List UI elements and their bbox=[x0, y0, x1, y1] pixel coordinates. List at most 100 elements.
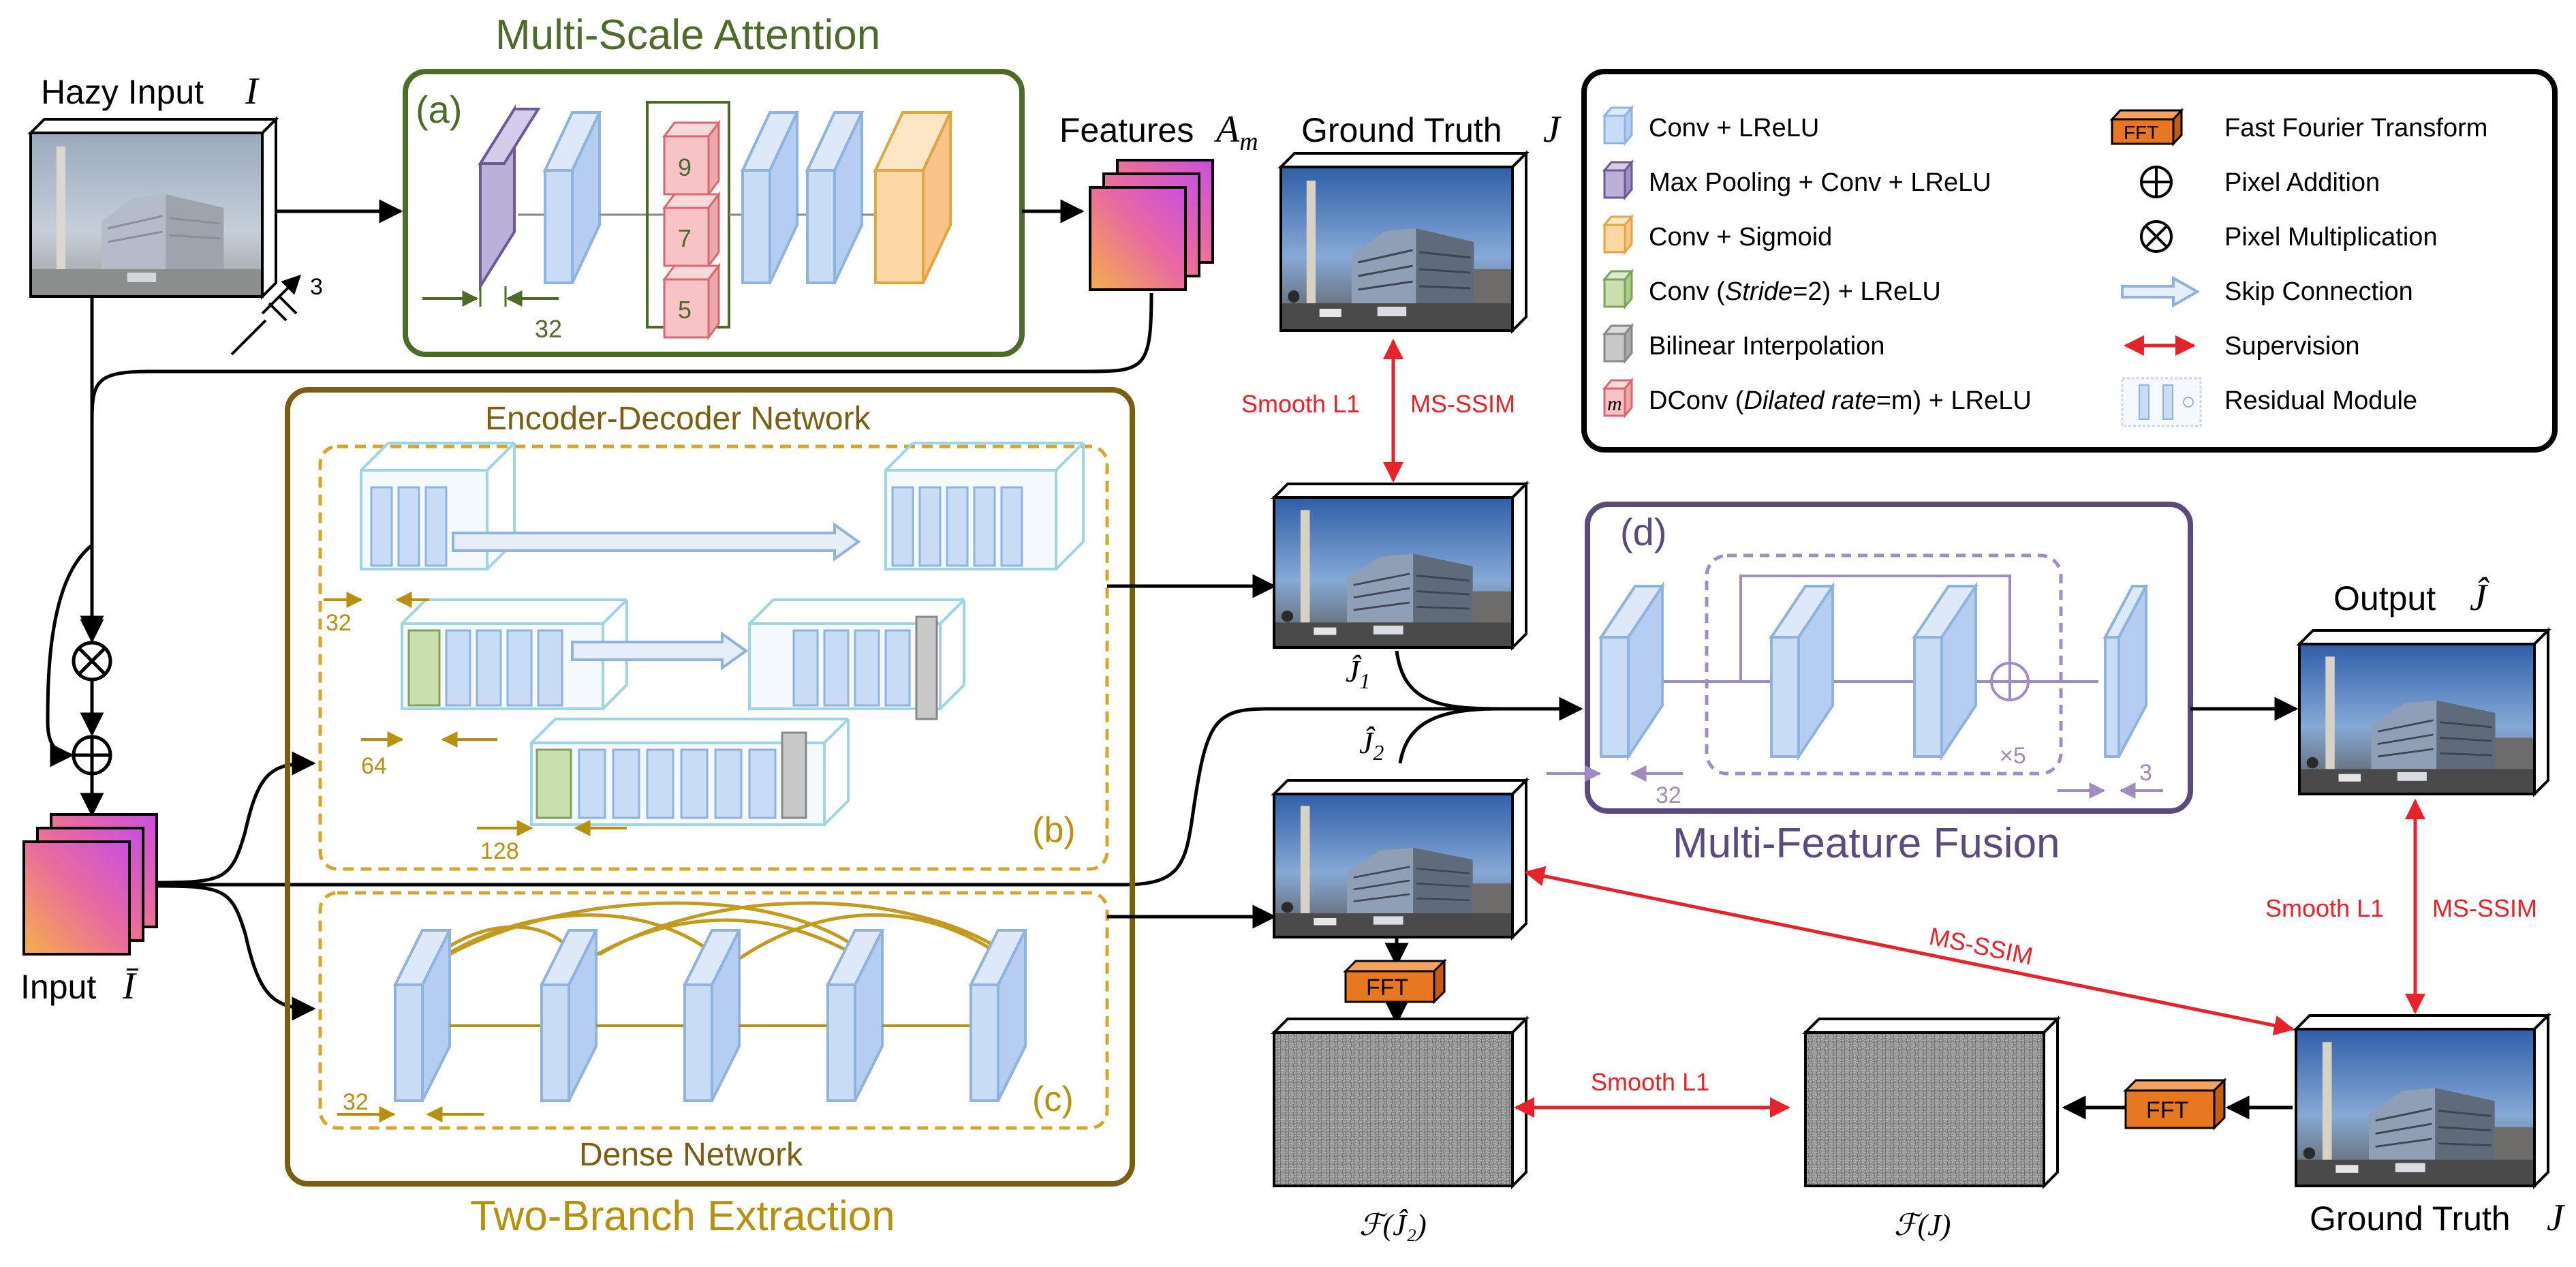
two-branch-box bbox=[285, 387, 1135, 1187]
maxpool-block-icon bbox=[1602, 159, 1634, 201]
loss-ms-ssim-right: MS-SSIM bbox=[2432, 894, 2537, 922]
dense-conv-1 bbox=[392, 929, 452, 1102]
two-branch-extraction: Two-Branch Extraction Encoder-Decoder Ne… bbox=[285, 387, 1135, 1240]
legend-label-conv: Conv + LReLU bbox=[1649, 114, 1819, 142]
legend-box bbox=[1581, 69, 2558, 453]
supervision-j2-gt bbox=[1524, 866, 2295, 1036]
stride-conv-block-3 bbox=[536, 748, 572, 819]
input-label: Input bbox=[20, 968, 96, 1006]
f-j-label: ℱ(J) bbox=[1894, 1208, 1951, 1242]
f-j2-label: ℱ(Ĵ₂) bbox=[1359, 1208, 1427, 1242]
channel-count-3: 3 bbox=[310, 274, 323, 300]
loss-smooth-l1-right: Smooth L1 bbox=[2265, 894, 2384, 922]
ground-truth-bottom: Ground Truth J bbox=[2293, 1012, 2566, 1239]
mff-width-3: 3 bbox=[2139, 760, 2152, 786]
gt-top-symbol: J bbox=[1543, 108, 1562, 151]
legend-label-residual: Residual Module bbox=[2224, 386, 2417, 415]
output-label: Output bbox=[2333, 579, 2436, 617]
legend-label-bilinear: Bilinear Interpolation bbox=[1649, 332, 1884, 361]
dconv-block-5: 5 bbox=[662, 262, 721, 341]
j2-label: Ĵ2 bbox=[1359, 725, 1384, 765]
pixel-multiplication-node bbox=[72, 641, 112, 682]
dconv-block-7: 7 bbox=[662, 191, 721, 269]
legend-label-fft: Fast Fourier Transform bbox=[2224, 114, 2487, 142]
mff-repeat: ×5 bbox=[2000, 743, 2026, 769]
hazy-input-symbol: I bbox=[245, 70, 260, 112]
maxpool-conv-block bbox=[478, 104, 541, 291]
residual-module-dec-1 bbox=[884, 442, 1085, 570]
conv-block-msa-3 bbox=[805, 111, 865, 284]
dilation-9: 9 bbox=[678, 153, 692, 181]
two-branch-title: Two-Branch Extraction bbox=[470, 1193, 895, 1240]
dilation-7: 7 bbox=[678, 224, 692, 252]
input-i-bar: Input Ī bbox=[20, 813, 158, 1007]
legend-label-skip: Skip Connection bbox=[2224, 277, 2413, 306]
pixel-addition-node bbox=[72, 735, 112, 776]
legend: Conv + LReLU Max Pooling + Conv + LReLU … bbox=[1581, 69, 2558, 453]
legend-label-addition: Pixel Addition bbox=[2224, 168, 2380, 197]
dilation-5: 5 bbox=[678, 296, 692, 324]
skip-connection-icon bbox=[2121, 275, 2201, 308]
loss-smooth-l1-top: Smooth L1 bbox=[1241, 390, 1360, 418]
pixel-multiplication-icon bbox=[2140, 220, 2173, 253]
legend-label-maxpool: Max Pooling + Conv + LReLU bbox=[1649, 168, 1991, 197]
j2-image: Ĵ2 bbox=[1271, 725, 1530, 941]
dconv-block-9: 9 bbox=[662, 119, 721, 198]
msa-tag: (a) bbox=[416, 88, 462, 131]
residual-repeat-box bbox=[1705, 553, 2063, 776]
bilinear-block-icon bbox=[1602, 322, 1634, 365]
fft-glyph-legend: FFT bbox=[2124, 122, 2158, 143]
multi-scale-attention-module: Multi-Scale Attention (a) 9 7 bbox=[403, 12, 1025, 357]
pixel-addition-icon bbox=[2140, 166, 2173, 198]
legend-label-multiplication: Pixel Multiplication bbox=[2224, 223, 2438, 251]
gt-top-label: Ground Truth bbox=[1301, 111, 1502, 149]
fft-label-j2: FFT bbox=[1366, 975, 1408, 1001]
msa-width-32: 32 bbox=[535, 315, 562, 343]
mff-title: Multi-Feature Fusion bbox=[1673, 820, 2060, 867]
hazy-input-group: Hazy Input I 3 bbox=[27, 70, 323, 356]
dense-conv-3 bbox=[682, 929, 742, 1102]
loss-ms-ssim-diagonal: MS-SSIM bbox=[1927, 922, 2035, 971]
legend-label-supervision: Supervision bbox=[2224, 332, 2360, 361]
ed-width-64: 64 bbox=[361, 753, 387, 779]
residual-module-icon bbox=[2121, 377, 2202, 427]
encoder-decoder-box bbox=[318, 444, 1109, 871]
fft-block-icon: FFT bbox=[2109, 108, 2184, 147]
ground-truth-top: Ground Truth J bbox=[1277, 108, 1562, 334]
bilinear-block-2 bbox=[915, 615, 938, 720]
sigmoid-block-icon bbox=[1602, 213, 1634, 256]
conv-blocks-dec-2 bbox=[792, 629, 911, 707]
mff-conv-in bbox=[1598, 581, 1665, 761]
gt-bottom-label: Ground Truth bbox=[2310, 1200, 2511, 1238]
sigmoid-conv-block bbox=[873, 111, 953, 284]
dense-conv-2 bbox=[539, 929, 599, 1102]
mff-box bbox=[1585, 502, 2193, 814]
loss-smooth-l1-fft: Smooth L1 bbox=[1591, 1068, 1709, 1096]
features-label: Features bbox=[1059, 111, 1194, 149]
dense-tag: (c) bbox=[1032, 1080, 1074, 1119]
msa-title: Multi-Scale Attention bbox=[495, 12, 880, 59]
mff-conv-res-1 bbox=[1769, 581, 1835, 761]
connector-input-to-mff bbox=[157, 697, 1583, 887]
conv-block-msa-2 bbox=[740, 111, 800, 284]
output-image: Output Ĵ bbox=[2296, 576, 2551, 797]
hazy-input-label: Hazy Input bbox=[41, 73, 204, 111]
mff-width-32: 32 bbox=[1656, 782, 1681, 808]
conv-block-icon bbox=[1602, 104, 1634, 147]
ed-title: Encoder-Decoder Network bbox=[485, 401, 871, 437]
j1-label: Ĵ1 bbox=[1346, 654, 1370, 693]
conv-block-msa-1 bbox=[542, 111, 602, 284]
conv-blocks-enc-1 bbox=[370, 486, 448, 567]
mff-tag: (d) bbox=[1620, 510, 1666, 553]
mff-conv-res-2 bbox=[1912, 581, 1978, 761]
fft-block-gt: FFT bbox=[2123, 1078, 2227, 1131]
ed-width-128: 128 bbox=[480, 838, 519, 864]
dense-width-32: 32 bbox=[343, 1089, 369, 1115]
fft-label-gt: FFT bbox=[2146, 1097, 2188, 1123]
dense-conv-4 bbox=[825, 929, 885, 1102]
multi-feature-fusion-module: (d) Multi-Feature Fusion ×5 bbox=[1547, 502, 2193, 867]
dense-title: Dense Network bbox=[579, 1137, 803, 1173]
skip-connection-1 bbox=[452, 522, 861, 562]
ed-width-32: 32 bbox=[326, 610, 352, 636]
